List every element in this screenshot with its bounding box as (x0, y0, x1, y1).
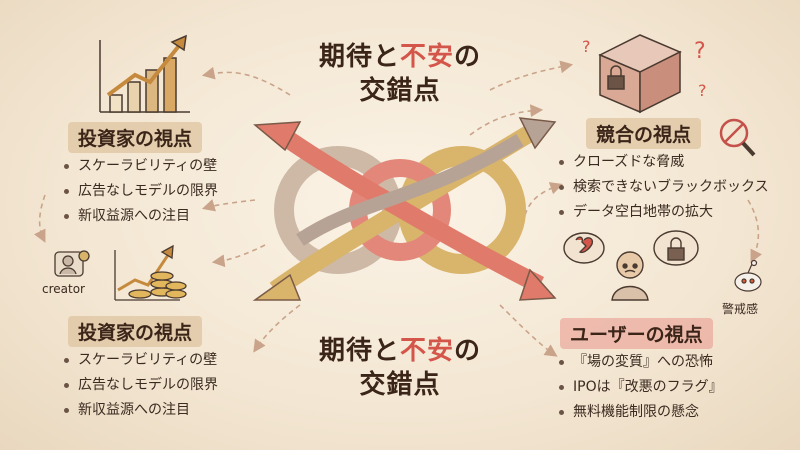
competition-heading: 競合の視点 (586, 118, 702, 149)
list-item: 新収益源への注目 (60, 204, 218, 229)
mascot-icon (734, 259, 762, 292)
investor-top-list: スケーラビリティの壁 広告なしモデルの限界 新収益源への注目 (60, 154, 218, 229)
list-item: IPOは『改悪のフラグ』 (555, 375, 723, 400)
list-item: 広告なしモデルの限界 (60, 179, 218, 204)
creator-label: creator (42, 282, 85, 296)
vigilance-label: 警戒感 (722, 302, 759, 316)
svg-text:?: ? (698, 81, 707, 100)
list-item: データ空白地帯の拡大 (555, 200, 769, 225)
central-knot (252, 117, 557, 301)
investor-top-heading: 投資家の視点 (68, 122, 203, 153)
worried-user-icon (563, 230, 699, 301)
title-bottom-line2: 交錯点 (359, 370, 441, 400)
creator-coins-icon (54, 244, 187, 301)
no-search-icon (719, 118, 756, 157)
user-list: 『場の変質』への恐怖 IPOは『改悪のフラグ』 無料機能制限の懸念 (555, 350, 723, 425)
list-item: クローズドな脅威 (555, 150, 769, 175)
investor-bottom-list: スケーラビリティの壁 広告なしモデルの限界 新収益源への注目 (60, 348, 218, 423)
list-item: 無料機能制限の懸念 (555, 400, 723, 425)
user-heading: ユーザーの視点 (560, 318, 713, 349)
list-item: 『場の変質』への恐怖 (555, 350, 723, 375)
title-bottom-line1: 期待と不安の (318, 336, 482, 366)
list-item: スケーラビリティの壁 (60, 348, 218, 373)
list-item: 検索できないブラックボックス (555, 175, 769, 200)
dashed-connectors (33, 60, 763, 357)
list-item: 新収益源への注目 (60, 398, 218, 423)
svg-text:?: ? (694, 39, 706, 64)
title-top-line1: 期待と不安の (318, 42, 482, 72)
title-top: 期待と不安の 交錯点 (300, 40, 500, 108)
list-item: 広告なしモデルの限界 (60, 373, 218, 398)
competition-list: クローズドな脅威 検索できないブラックボックス データ空白地帯の拡大 (555, 150, 769, 225)
locked-box-icon: ? ? ? (582, 34, 707, 114)
growth-chart-icon (99, 34, 190, 113)
svg-text:?: ? (582, 37, 591, 56)
list-item: スケーラビリティの壁 (60, 154, 218, 179)
title-bottom: 期待と不安の 交錯点 (300, 334, 500, 402)
investor-bottom-heading: 投資家の視点 (68, 316, 203, 347)
title-top-line2: 交錯点 (359, 76, 441, 106)
